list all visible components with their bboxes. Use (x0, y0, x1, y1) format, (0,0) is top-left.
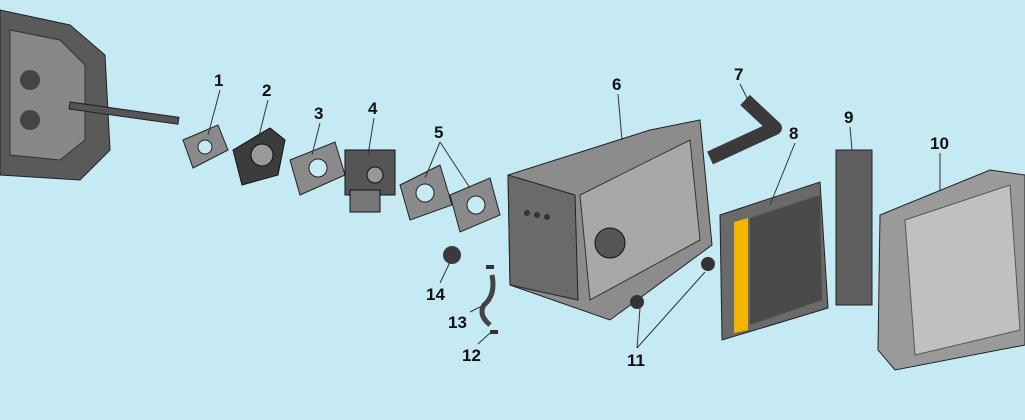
callout-4: 4 (368, 99, 378, 118)
part-6-air-cleaner-base (507, 119, 713, 321)
part-1-gasket (182, 124, 229, 169)
part-9-foam-precleaner (835, 149, 873, 306)
engine-cylinder-head (0, 9, 180, 181)
part-3-gasket (289, 141, 346, 196)
callout-8: 8 (789, 124, 798, 143)
part-2-insulator (232, 127, 286, 186)
part-13-hose (479, 274, 496, 327)
part-8-paper-filter (719, 181, 829, 341)
callout-3: 3 (314, 104, 323, 123)
leader-lines (207, 83, 941, 349)
callout-12: 12 (462, 346, 481, 365)
callout-2: 2 (262, 81, 271, 100)
part-4-carburetor (344, 149, 396, 213)
part-12-clip (486, 265, 494, 269)
callout-6: 6 (612, 75, 621, 94)
callout-1: 1 (214, 71, 223, 90)
part-10-air-cleaner-cover (877, 169, 1025, 371)
part-11-nut (630, 295, 644, 309)
part-5-gaskets (399, 164, 501, 233)
callout-13: 13 (448, 313, 467, 332)
part-11-nut (701, 257, 715, 271)
callout-7: 7 (734, 65, 743, 84)
callout-5: 5 (434, 123, 443, 142)
callout-11: 11 (627, 351, 645, 370)
callout-10: 10 (930, 134, 949, 153)
part-7-breather-tube (707, 94, 782, 165)
part-14-drain-screw (443, 246, 461, 264)
callout-14: 14 (426, 285, 445, 304)
part-12-clip (490, 330, 498, 334)
callout-9: 9 (844, 108, 853, 127)
